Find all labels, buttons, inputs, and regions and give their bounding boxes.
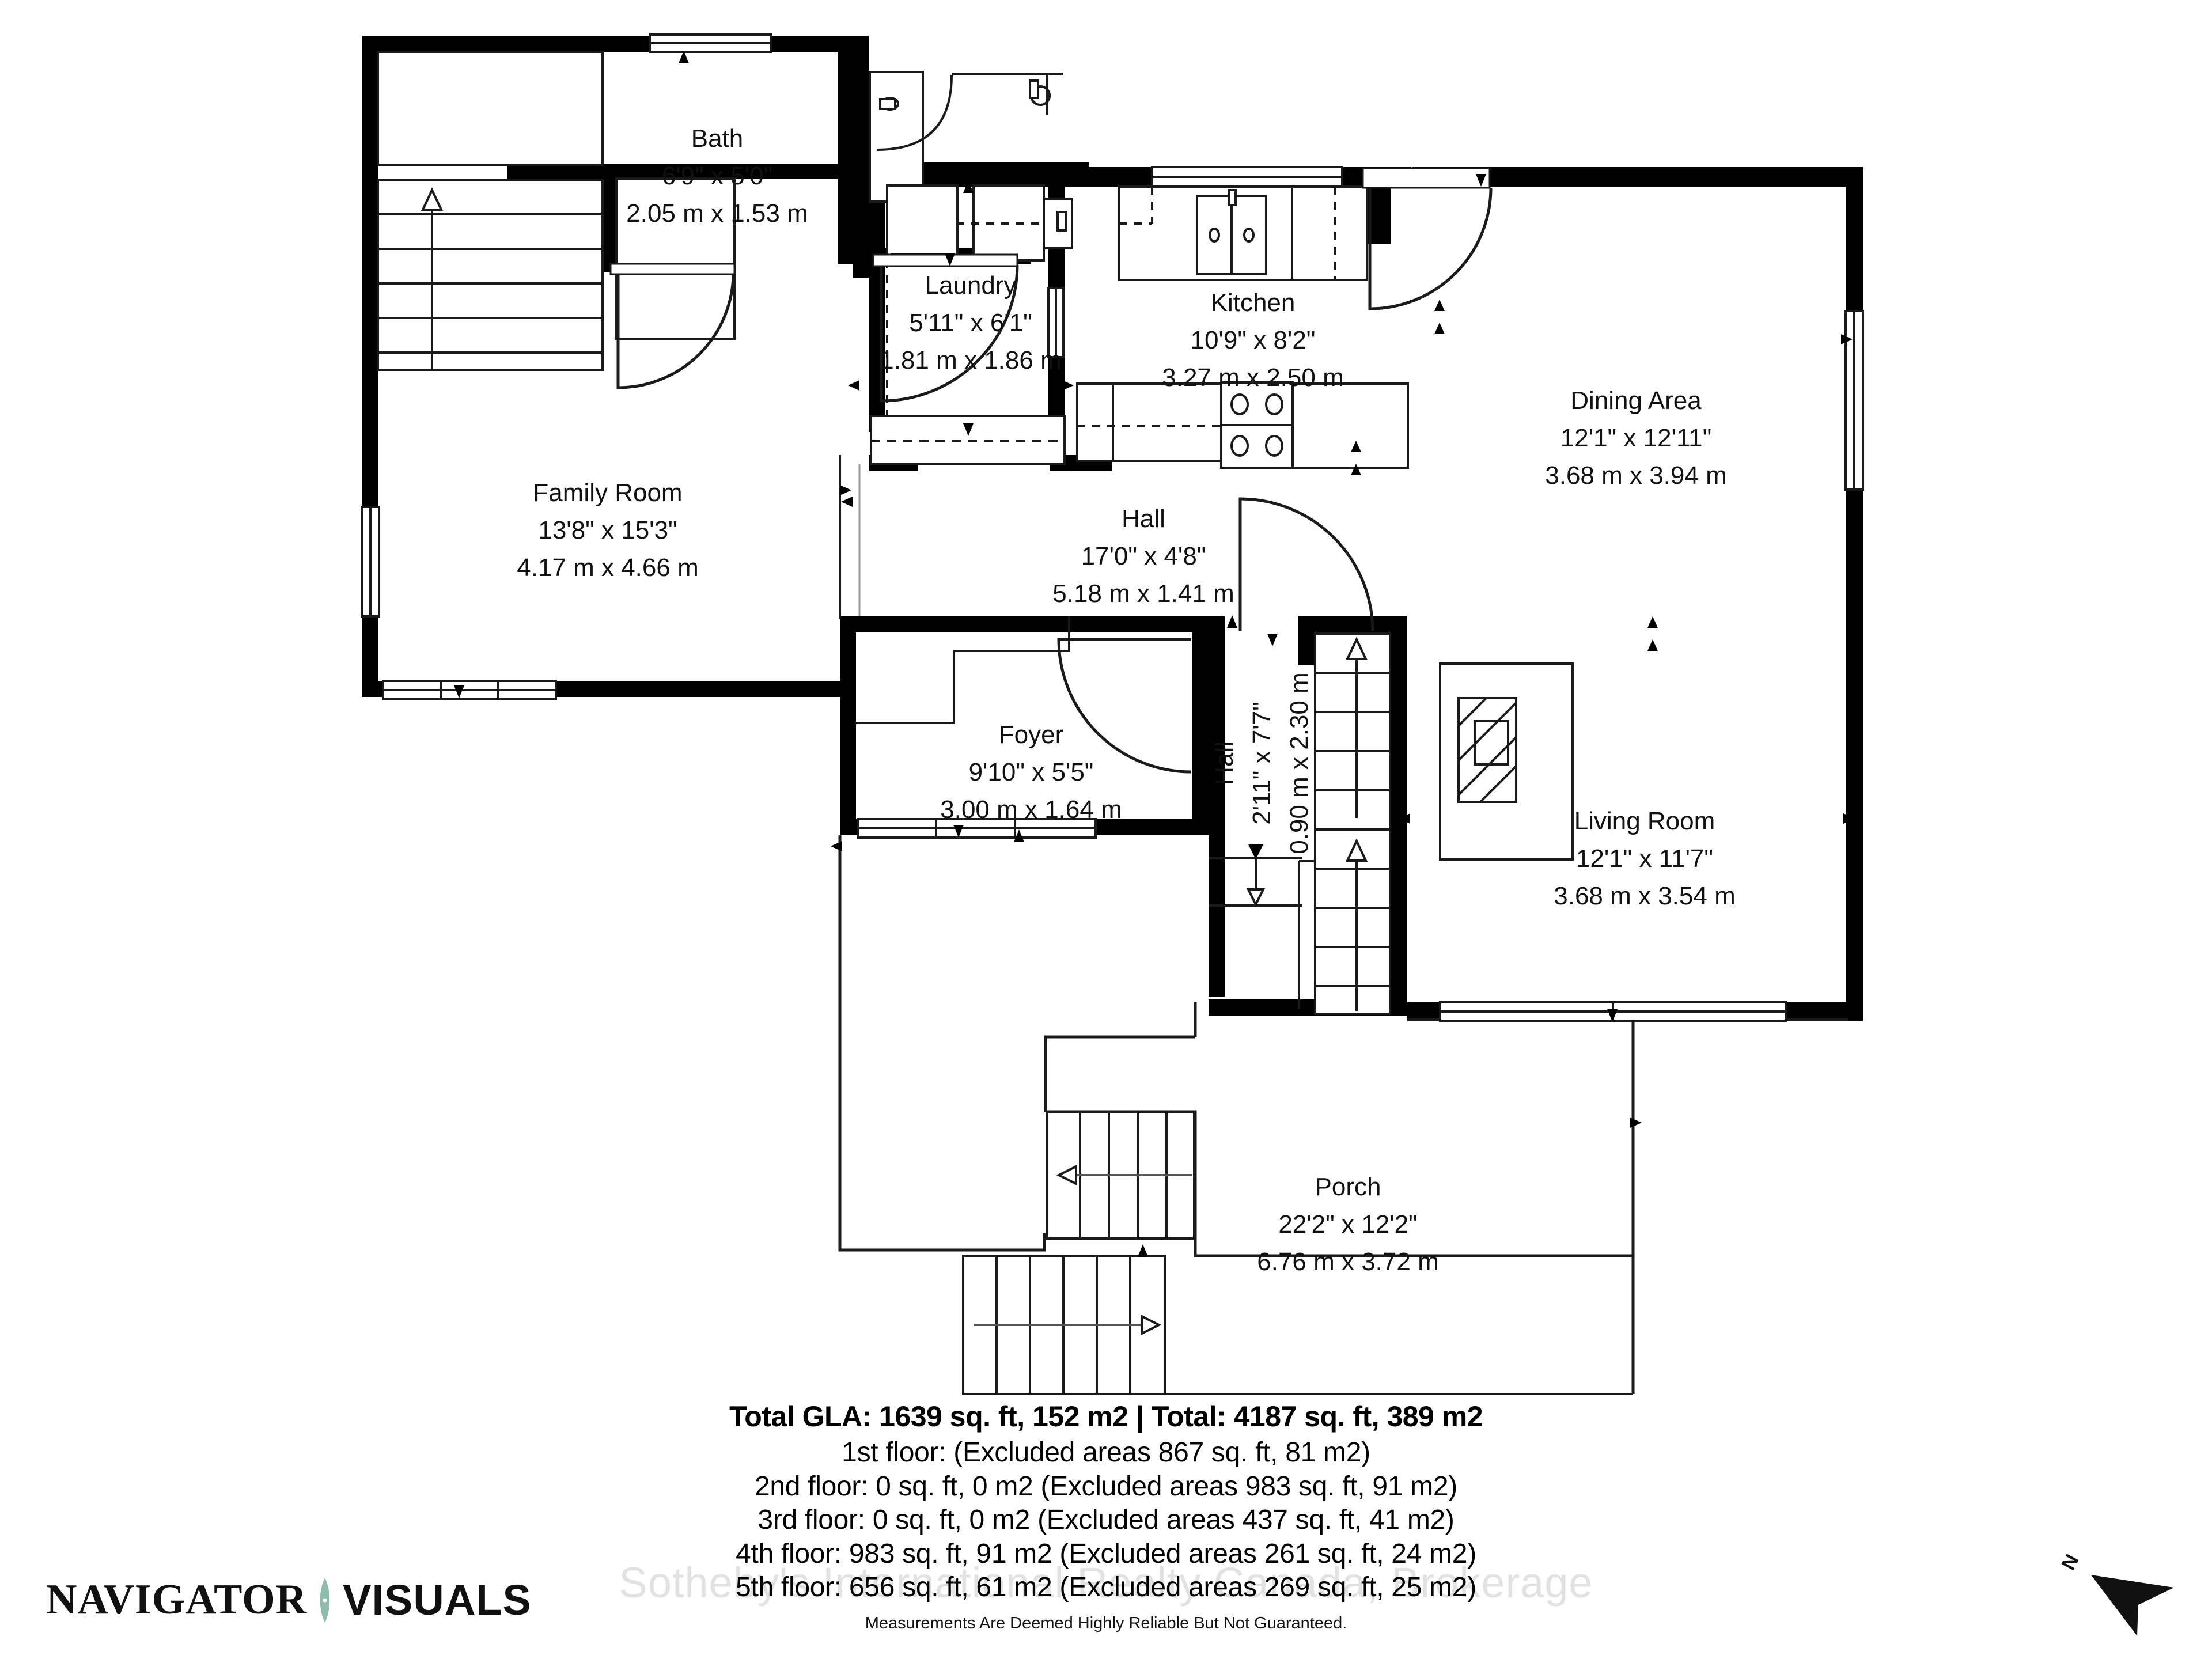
room-name-porch: Porch [1315, 1173, 1381, 1201]
room-dim-m-bath: 2.05 m x 1.53 m [626, 199, 808, 228]
logo-word-visuals: VISUALS [343, 1576, 532, 1624]
room-name-foyer: Foyer [999, 721, 1063, 749]
room-dim-ft-porch: 22'2" x 12'2" [1278, 1210, 1417, 1238]
room-dim-m-dining: 3.68 m x 3.94 m [1545, 461, 1726, 490]
room-dim-ft-hall-vertical: 2'11" x 7'7" [1248, 702, 1276, 825]
porch-stairs-lower [962, 1255, 1633, 1395]
fixture-group [377, 51, 1848, 1395]
room-name-bath: Bath [691, 124, 744, 153]
fireplace [1439, 662, 1574, 861]
room-dim-m-family: 4.17 m x 4.66 m [517, 554, 698, 582]
room-name-laundry: Laundry [925, 271, 1016, 300]
north-label: N [2058, 1551, 2084, 1574]
navigator-visuals-logo: NAVIGATOR VISUALS [46, 1575, 532, 1624]
room-dim-ft-foyer: 9'10" x 5'5" [969, 758, 1094, 786]
room-name-hall-vertical: Hall [1210, 741, 1238, 785]
room-dim-ft-kitchen: 10'9" x 8'2" [1191, 326, 1316, 354]
room-dim-m-kitchen: 3.27 m x 2.50 m [1162, 363, 1343, 392]
room-dim-m-living: 3.68 m x 3.54 m [1554, 882, 1735, 910]
room-name-hall: Hall [1122, 505, 1165, 533]
room-dim-ft-family: 13'8" x 15'3" [538, 516, 677, 544]
room-label-group: Bath 6'9" x 5'0" 2.05 m x 1.53 m Laundry… [517, 124, 1735, 1276]
room-name-family: Family Room [533, 479, 682, 507]
room-dim-m-hall: 5.18 m x 1.41 m [1052, 579, 1234, 608]
room-name-kitchen: Kitchen [1211, 289, 1296, 317]
room-name-living: Living Room [1574, 807, 1715, 835]
logo-word-navigator: NAVIGATOR [46, 1576, 308, 1623]
room-dim-m-laundry: 1.81 m x 1.86 m [880, 346, 1061, 374]
door-group [609, 167, 1493, 774]
room-dim-ft-laundry: 5'11" x 6'1" [909, 309, 1032, 337]
room-dim-m-foyer: 3.00 m x 1.64 m [940, 796, 1122, 824]
north-arrow: N [2058, 1551, 2174, 1636]
porch-stairs-upper [1046, 1111, 1195, 1240]
room-dim-ft-dining: 12'1" x 12'11" [1560, 424, 1712, 452]
leaf-diamond-icon [320, 1577, 330, 1623]
dimension-ticks [366, 51, 1855, 1257]
room-name-dining: Dining Area [1570, 387, 1702, 415]
room-dim-ft-living: 12'1" x 11'7" [1576, 844, 1713, 873]
room-dim-m-porch: 6.76 m x 3.72 m [1257, 1248, 1438, 1276]
north-needle [2091, 1575, 2174, 1636]
room-dim-ft-hall: 17'0" x 4'8" [1081, 542, 1206, 570]
hall-dimension-arrow [1209, 844, 1302, 907]
stairs-center [1298, 632, 1391, 1015]
room-dim-m-hall-vertical: 0.90 m x 2.30 m [1285, 672, 1313, 854]
stairs-upper-left [377, 179, 604, 371]
room-dim-ft-bath: 6'9" x 5'0" [662, 162, 772, 190]
